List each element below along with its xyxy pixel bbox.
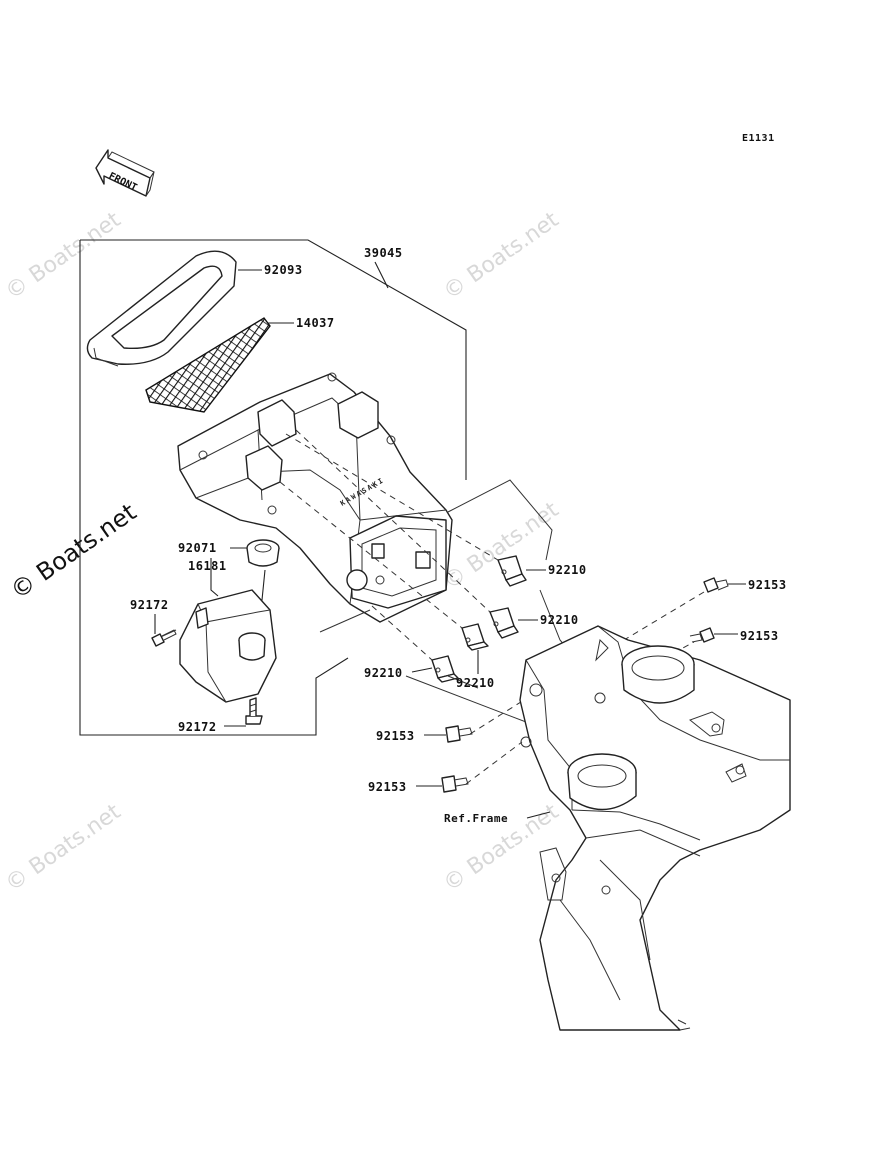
label-92153-c[interactable]: 92153 [376,729,415,743]
watermark: © Boats.net [439,207,564,305]
part-92153-bolt-d[interactable] [441,775,469,793]
label-92153-d[interactable]: 92153 [368,780,407,794]
label-14037[interactable]: 14037 [296,316,335,330]
label-92153-a[interactable]: 92153 [748,578,787,592]
label-ref-frame: Ref.Frame [444,812,508,825]
watermark-layer: © Boats.net © Boats.net © Boats.net © Bo… [1,207,564,897]
part-14037-mesh[interactable] [145,317,271,413]
watermark: © Boats.net [1,207,126,305]
diagram-code: E1131 [742,133,775,144]
label-92210-b[interactable]: 92210 [540,613,579,627]
watermark: © Boats.net [439,497,564,595]
label-92172-upper[interactable]: 92172 [130,598,169,612]
front-arrow: FRONT [95,149,155,197]
air-duct-body[interactable]: KAWASAKI [177,372,453,623]
part-92210-clip-d[interactable] [431,655,459,683]
part-92093-frame[interactable] [86,250,237,367]
label-92210-d[interactable]: 92210 [364,666,403,680]
part-16181-tank[interactable] [179,589,277,703]
label-92210-a[interactable]: 92210 [548,563,587,577]
part-92172-screw-lower[interactable] [245,697,263,725]
part-92153-bolt-a[interactable] [703,577,729,593]
part-92153-bolt-c[interactable] [445,725,473,743]
part-92172-screw-upper[interactable] [151,629,177,647]
part-92153-bolt-b[interactable] [689,627,715,643]
part-92210-clip-c[interactable] [461,623,489,651]
label-92093[interactable]: 92093 [264,263,303,277]
label-92172-lower[interactable]: 92172 [178,720,217,734]
label-92153-b[interactable]: 92153 [740,629,779,643]
label-16181[interactable]: 16181 [188,559,227,573]
part-labels: 39045 92093 14037 92071 16181 92172 9217… [130,246,787,825]
label-39045[interactable]: 39045 [364,246,403,260]
watermark-large: © Boats.net [5,498,141,605]
part-92210-clip-a[interactable] [497,555,527,587]
part-92210-clip-b[interactable] [489,607,519,639]
part-92071-grommet[interactable] [246,539,280,567]
watermark: © Boats.net [1,799,126,897]
label-92210-c[interactable]: 92210 [456,676,495,690]
reference-frame [519,625,791,1031]
label-92071[interactable]: 92071 [178,541,217,555]
